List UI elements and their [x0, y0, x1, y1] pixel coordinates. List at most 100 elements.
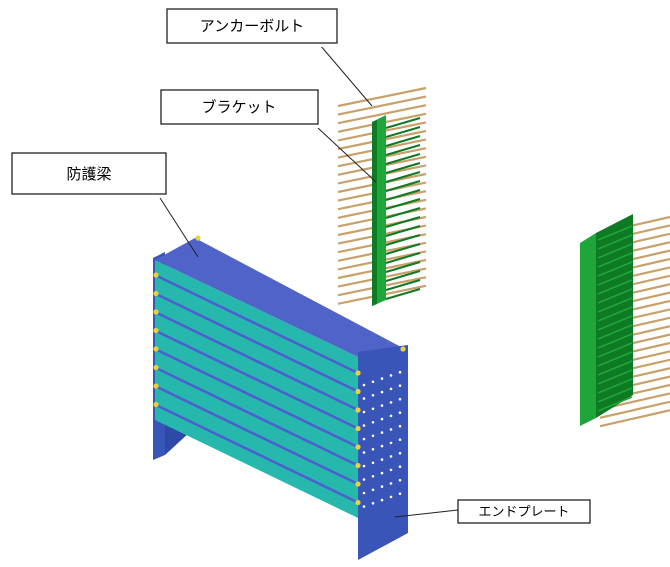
bracket-rib	[385, 288, 421, 300]
bolt-hole	[362, 410, 366, 414]
joint-marker	[153, 401, 159, 408]
bracket-rib	[597, 270, 633, 286]
beam-stripe	[154, 292, 359, 393]
bracket-ribs	[385, 117, 421, 300]
bracket-rib	[385, 234, 421, 246]
bolt-hole	[380, 471, 384, 475]
bolt-hole	[389, 482, 393, 485]
bolt-hole	[389, 374, 393, 377]
bolt-hole	[380, 404, 384, 407]
bracket-rib	[385, 135, 421, 147]
end-plate-right	[358, 345, 408, 560]
joint-marker	[355, 499, 361, 506]
joint-marker	[400, 346, 406, 352]
bolt-hole	[371, 407, 375, 411]
bracket-rib	[385, 198, 421, 210]
bracket-rib	[385, 171, 421, 183]
bolt-hole	[362, 437, 366, 441]
bracket-rib	[597, 279, 633, 295]
bolt-hole	[362, 478, 366, 481]
bracket-rib	[597, 297, 633, 313]
bracket-rib	[385, 225, 421, 237]
joint-marker	[355, 388, 361, 395]
leader-anchor-bolt	[319, 44, 373, 107]
joint-marker	[355, 425, 361, 432]
beam-stripe	[154, 347, 359, 449]
bracket-rib	[385, 180, 421, 192]
beam-stripe	[154, 403, 359, 504]
bracket-rib	[597, 387, 633, 403]
bolt-hole	[389, 495, 393, 499]
bracket-rib	[385, 144, 421, 156]
bolt-hole	[398, 492, 402, 496]
joint-marker	[153, 290, 159, 297]
bolt-hole	[371, 475, 375, 478]
label-bracket: ブラケット	[160, 89, 322, 128]
leader-protective-beam	[159, 197, 199, 258]
bracket-rib	[385, 270, 421, 282]
bolt-hole	[362, 491, 366, 495]
label-protective-beam-text: 防護梁	[66, 165, 111, 183]
beam-stripe	[154, 366, 359, 467]
bracket-rib	[385, 252, 421, 264]
label-bracket-text: ブラケット	[201, 98, 276, 116]
joint-marker	[355, 407, 361, 413]
bolt-hole	[371, 502, 375, 505]
bracket-rib	[385, 117, 421, 129]
end-plate-holes	[362, 370, 402, 508]
bolt-hole	[389, 441, 393, 445]
bracket-rib	[385, 162, 421, 174]
bracket-rib	[597, 234, 633, 250]
bolt-hole	[371, 421, 375, 424]
bolt-hole	[380, 485, 384, 488]
beam-stripes	[154, 273, 359, 504]
anchor-bolt	[599, 400, 670, 419]
bolt-hole	[389, 428, 393, 431]
bracket-rib	[597, 360, 633, 376]
anchor-bolt	[337, 104, 427, 125]
bolt-hole	[398, 451, 402, 455]
joint-marker	[153, 272, 159, 278]
bracket-rib	[597, 306, 633, 322]
bolt-hole	[398, 478, 402, 482]
bolt-hole	[362, 383, 366, 387]
bolt-hole	[398, 397, 402, 401]
bracket-rib	[385, 261, 421, 273]
bolt-hole	[362, 464, 366, 468]
joint-marker	[355, 444, 361, 450]
bracket-rib	[597, 333, 633, 349]
label-end-plate: エンドプレート	[457, 499, 593, 527]
joint-marker	[153, 364, 159, 371]
bracket-ribs-right	[597, 225, 633, 412]
bracket-rib	[385, 207, 421, 219]
bolt-hole	[380, 417, 384, 421]
beam-stripe	[154, 329, 359, 430]
label-anchor-bolt-text: アンカーボルト	[200, 17, 304, 35]
bolt-hole	[371, 461, 375, 465]
bracket-rib	[385, 126, 421, 138]
bolt-hole	[389, 468, 393, 472]
bracket-rib	[597, 342, 633, 358]
bolt-hole	[398, 424, 402, 428]
bracket-rib	[597, 288, 633, 304]
bracket-rib	[597, 378, 633, 394]
bracket-rib	[597, 369, 633, 385]
anchor-bolt	[337, 95, 427, 116]
bracket-rib	[597, 243, 633, 259]
anchor-bolt	[337, 86, 427, 108]
bolt-hole	[398, 384, 402, 388]
bracket-rib	[597, 396, 633, 412]
anchor-bolt	[599, 409, 670, 428]
bracket-rib	[597, 324, 633, 340]
bolt-hole	[362, 505, 366, 508]
bolt-hole	[389, 401, 393, 404]
bracket-rib	[597, 261, 633, 277]
bracket-rib	[597, 315, 633, 331]
bracket-rib	[385, 216, 421, 228]
bolt-hole	[371, 448, 375, 451]
joint-markers	[153, 235, 406, 506]
bolt-hole	[398, 438, 402, 442]
joint-marker	[153, 383, 159, 389]
bolt-hole	[389, 414, 393, 418]
